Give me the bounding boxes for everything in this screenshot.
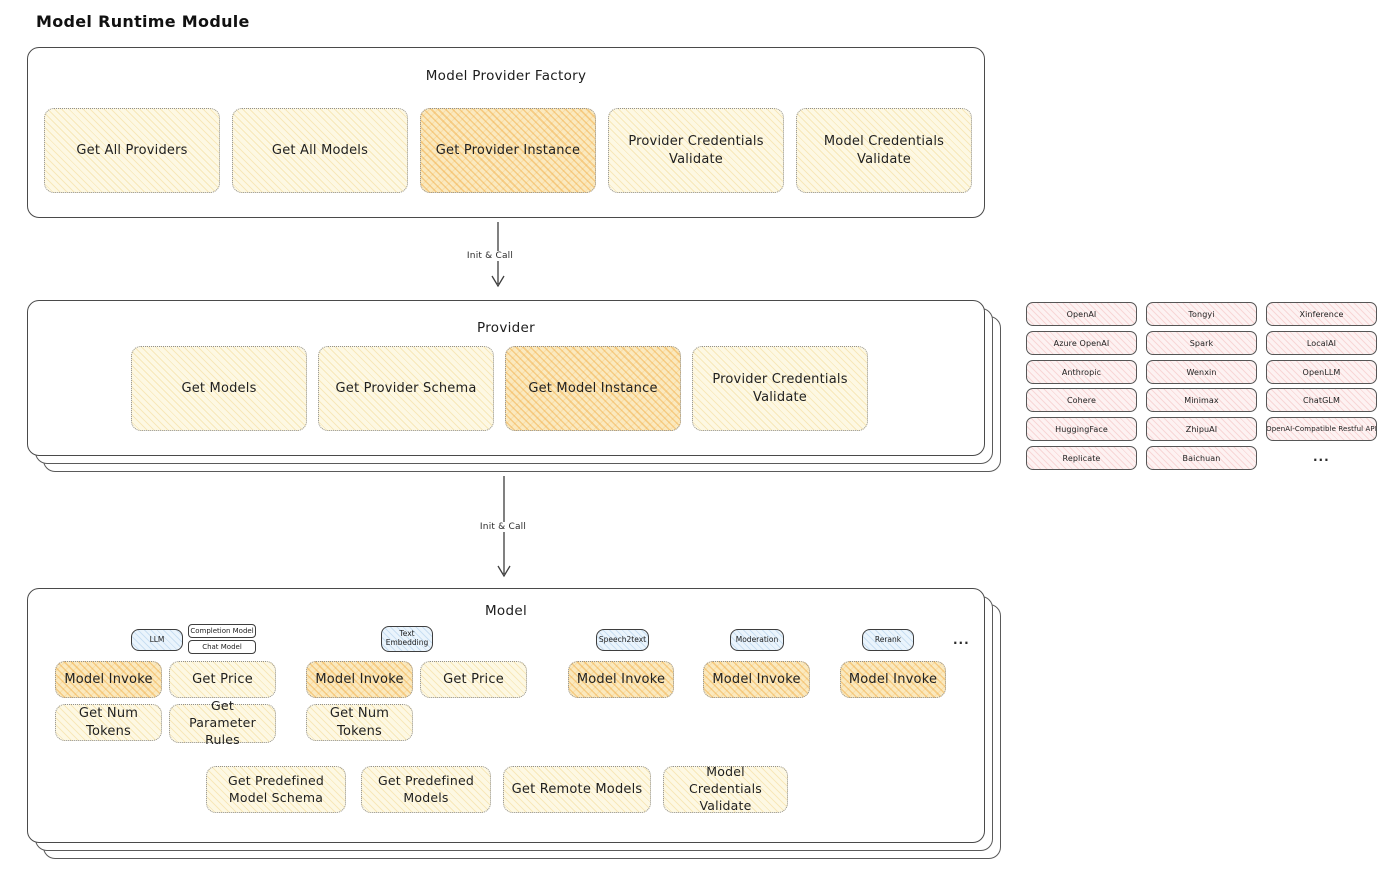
node-get-predefined-model-schema: Get Predefined Model Schema	[206, 766, 346, 813]
node-embedding-model-invoke: Model Invoke	[306, 661, 413, 698]
provider-card-title: Provider	[477, 320, 535, 336]
tag-text-embedding: Text Embedding	[381, 626, 433, 652]
provider-cell-openllm: OpenLLM	[1266, 360, 1377, 384]
model-card-title: Model	[484, 603, 528, 619]
provider-cell-openai: OpenAI	[1026, 302, 1137, 326]
node-llm-get-price: Get Price	[169, 661, 276, 698]
node-model-credentials-validate-2: Model Credentials Validate	[663, 764, 788, 813]
node-moderation-model-invoke: Model Invoke	[703, 661, 810, 698]
diagram-title: Model Runtime Module	[36, 12, 250, 31]
node-llm-model-invoke: Model Invoke	[55, 661, 162, 698]
provider-cell-openai-compatible: OpenAI-Compatible Restful API	[1266, 417, 1377, 441]
tag-rerank: Rerank	[862, 629, 914, 651]
node-get-provider-instance: Get Provider Instance	[420, 108, 596, 193]
node-speech2text-model-invoke: Model Invoke	[568, 661, 674, 698]
provider-cell-localai: LocalAI	[1266, 331, 1377, 355]
node-rerank-model-invoke: Model Invoke	[840, 661, 946, 698]
node-get-model-instance: Get Model Instance	[505, 346, 681, 431]
provider-card: Provider Get Models Get Provider Schema …	[27, 300, 985, 456]
provider-cell-spark: Spark	[1146, 331, 1257, 355]
node-get-predefined-models: Get Predefined Models	[361, 766, 491, 813]
node-llm-get-num-tokens: Get Num Tokens	[55, 704, 162, 741]
providers-more-ellipsis: ...	[1313, 450, 1330, 464]
node-provider-credentials-validate-2: Provider Credentials Validate	[692, 346, 868, 431]
node-get-all-models: Get All Models	[232, 108, 408, 193]
provider-cell-azure-openai: Azure OpenAI	[1026, 331, 1137, 355]
provider-cell-wenxin: Wenxin	[1146, 360, 1257, 384]
node-get-all-providers: Get All Providers	[44, 108, 220, 193]
tag-llm: LLM	[131, 629, 183, 651]
factory-card-title: Model Provider Factory	[425, 68, 587, 84]
arrow1-label: Init & Call	[463, 251, 517, 261]
model-card: Model LLM Completion Model Chat Model Te…	[27, 588, 985, 843]
arrow2-label: Init & Call	[476, 522, 530, 532]
node-get-remote-models: Get Remote Models	[503, 766, 651, 813]
provider-cell-xinference: Xinference	[1266, 302, 1377, 326]
tag-chat-model: Chat Model	[188, 640, 256, 654]
tag-moderation: Moderation	[730, 629, 784, 651]
provider-cell-replicate: Replicate	[1026, 446, 1137, 470]
node-get-models: Get Models	[131, 346, 307, 431]
factory-card: Model Provider Factory Get All Providers…	[27, 47, 985, 218]
provider-cell-zhipuai: ZhipuAI	[1146, 417, 1257, 441]
node-get-provider-schema: Get Provider Schema	[318, 346, 494, 431]
node-model-credentials-validate: Model Credentials Validate	[796, 108, 972, 193]
provider-cell-minimax: Minimax	[1146, 388, 1257, 412]
model-types-more-ellipsis: ...	[953, 633, 970, 647]
provider-cell-huggingface: HuggingFace	[1026, 417, 1137, 441]
provider-cell-tongyi: Tongyi	[1146, 302, 1257, 326]
provider-cell-cohere: Cohere	[1026, 388, 1137, 412]
tag-speech2text: Speech2text	[596, 629, 649, 651]
node-embedding-get-price: Get Price	[420, 661, 527, 698]
provider-cell-chatglm: ChatGLM	[1266, 388, 1377, 412]
node-provider-credentials-validate: Provider Credentials Validate	[608, 108, 784, 193]
node-embedding-get-num-tokens: Get Num Tokens	[306, 704, 413, 741]
tag-completion-model: Completion Model	[188, 624, 256, 638]
provider-cell-baichuan: Baichuan	[1146, 446, 1257, 470]
provider-cell-anthropic: Anthropic	[1026, 360, 1137, 384]
node-llm-get-parameter-rules: Get Parameter Rules	[169, 698, 276, 747]
